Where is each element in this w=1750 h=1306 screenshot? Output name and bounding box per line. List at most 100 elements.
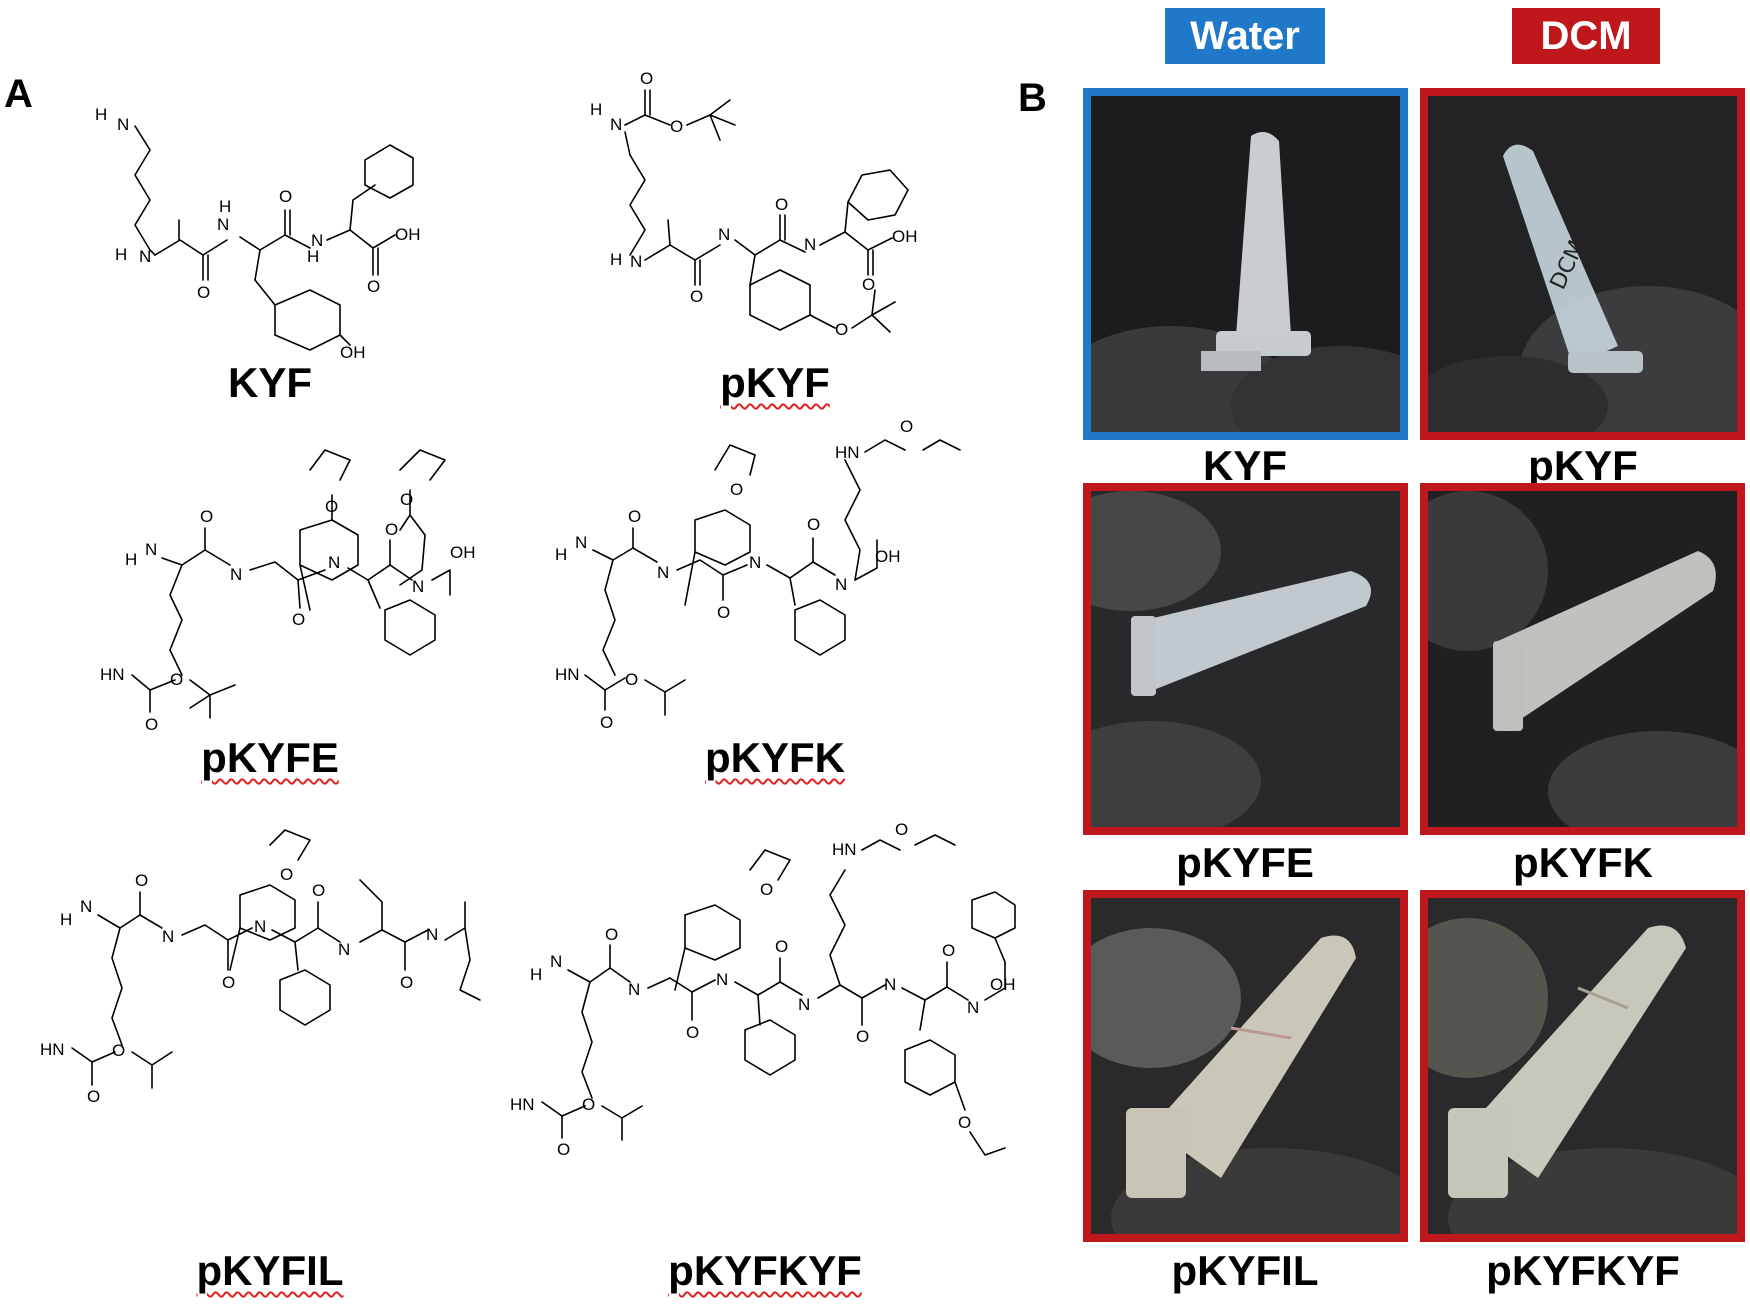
water-header: Water: [1165, 8, 1325, 64]
structure-pkyfe: O O H N O N O N O N OH HN O O: [100, 440, 480, 760]
svg-text:O: O: [942, 941, 955, 960]
svg-text:N: N: [338, 940, 350, 959]
svg-text:O: O: [292, 610, 305, 629]
svg-text:N: N: [657, 563, 669, 582]
svg-text:H: H: [590, 100, 602, 119]
svg-text:O: O: [686, 1023, 699, 1042]
svg-text:N: N: [716, 970, 728, 989]
svg-text:HN: HN: [40, 1040, 65, 1059]
svg-text:O: O: [775, 195, 788, 214]
svg-text:O: O: [670, 117, 683, 136]
photo-label-pkyf: pKYF: [1528, 442, 1638, 489]
svg-text:O: O: [325, 497, 338, 516]
svg-text:O: O: [862, 275, 875, 294]
svg-text:N: N: [718, 225, 730, 244]
svg-text:H: H: [125, 550, 137, 569]
structure-kyf-drawing: H N H N O N H OH O H N O OH: [95, 105, 421, 362]
svg-text:OH: OH: [990, 975, 1016, 994]
svg-text:HN: HN: [100, 665, 125, 684]
compound-name-pkyfe: pKYFE: [201, 734, 339, 781]
svg-text:N: N: [145, 540, 157, 559]
svg-text:OH: OH: [892, 227, 918, 246]
svg-text:O: O: [628, 507, 641, 526]
svg-text:O: O: [760, 880, 773, 899]
dcm-header: DCM: [1512, 8, 1660, 64]
structure-pkyfkyf: O H N O N O N O N HN O O N O: [510, 820, 1020, 1200]
svg-text:O: O: [170, 670, 183, 689]
svg-text:O: O: [367, 277, 380, 296]
svg-text:HN: HN: [555, 665, 580, 684]
svg-text:HN: HN: [510, 1095, 535, 1114]
svg-text:N: N: [162, 927, 174, 946]
svg-text:N: N: [426, 925, 438, 944]
svg-text:O: O: [280, 865, 293, 884]
structure-pkyf: H N O O H N O N O O N: [590, 69, 950, 370]
svg-text:O: O: [400, 490, 413, 509]
photo-label-pkyfe: pKYFE: [1176, 839, 1314, 886]
photo-label-pkyfk: pKYFK: [1513, 839, 1653, 886]
svg-text:O: O: [600, 713, 613, 732]
svg-text:O: O: [835, 320, 848, 339]
structure-pkyf-drawing: H N O O H N O N O O N: [590, 69, 918, 339]
photo-label-kyf: KYF: [1203, 442, 1287, 489]
svg-text:N: N: [117, 115, 129, 134]
svg-text:N: N: [884, 975, 896, 994]
svg-text:O: O: [807, 515, 820, 534]
svg-text:N: N: [412, 577, 424, 596]
compound-name-kyf: KYF: [228, 359, 312, 406]
svg-text:H: H: [115, 245, 127, 264]
structure-kyf: H N H N O N H OH O H N O OH: [95, 90, 455, 390]
svg-text:N: N: [835, 575, 847, 594]
svg-text:O: O: [717, 603, 730, 622]
svg-text:HN: HN: [832, 840, 857, 859]
svg-text:O: O: [625, 670, 638, 689]
photo-frame-pkyfk: [1420, 483, 1745, 835]
photo-label-pkyfil: pKYFIL: [1171, 1247, 1319, 1294]
structure-pkyfk-drawing: O H N O N O N O N OH HN O HN O O: [555, 417, 961, 732]
photo-frame-kyf: [1083, 88, 1408, 440]
svg-text:H: H: [95, 105, 107, 124]
svg-text:O: O: [775, 937, 788, 956]
compound-name-pkyfkyf: pKYFKYF: [668, 1247, 862, 1294]
svg-text:N: N: [80, 897, 92, 916]
photo-label-pkyfkyf: pKYFKYF: [1486, 1247, 1680, 1294]
structure-pkyfil-drawing: O H N O N O N O N O N HN O O: [40, 829, 481, 1106]
svg-text:O: O: [895, 820, 908, 839]
svg-text:O: O: [856, 1027, 869, 1046]
svg-text:OH: OH: [450, 543, 476, 562]
panel-b-letter: B: [1018, 76, 1047, 120]
svg-text:O: O: [87, 1087, 100, 1106]
svg-text:H: H: [60, 910, 72, 929]
svg-text:H: H: [219, 197, 231, 216]
svg-text:N: N: [630, 252, 642, 271]
svg-text:O: O: [145, 715, 158, 734]
svg-text:N: N: [749, 553, 761, 572]
svg-text:N: N: [311, 231, 323, 250]
svg-text:O: O: [400, 973, 413, 992]
compound-name-pkyf: pKYF: [720, 359, 830, 406]
svg-text:H: H: [555, 545, 567, 564]
structure-pkyfil: O H N O N O N O N O N HN O O: [40, 829, 490, 1130]
svg-text:O: O: [958, 1113, 971, 1132]
photo-frame-pkyfkyf: [1420, 890, 1745, 1242]
svg-text:N: N: [550, 952, 562, 971]
tube-photo-pkyfil: [1091, 898, 1400, 1234]
svg-text:O: O: [730, 480, 743, 499]
svg-text:O: O: [605, 925, 618, 944]
svg-text:O: O: [112, 1041, 125, 1060]
compound-name-pkyfil: pKYFIL: [196, 1247, 344, 1294]
svg-text:OH: OH: [395, 225, 421, 244]
svg-text:H: H: [530, 965, 542, 984]
tube-photo-pkyfk: [1428, 491, 1737, 827]
svg-text:O: O: [312, 881, 325, 900]
svg-text:O: O: [385, 520, 398, 539]
photo-frame-pkyf: DCM: [1420, 88, 1745, 440]
svg-text:O: O: [557, 1140, 570, 1159]
svg-text:N: N: [328, 553, 340, 572]
tube-photo-kyf: [1091, 96, 1400, 432]
svg-text:O: O: [135, 871, 148, 890]
svg-text:H: H: [610, 250, 622, 269]
svg-text:O: O: [279, 187, 292, 206]
svg-text:HN: HN: [835, 443, 860, 462]
svg-text:N: N: [230, 565, 242, 584]
